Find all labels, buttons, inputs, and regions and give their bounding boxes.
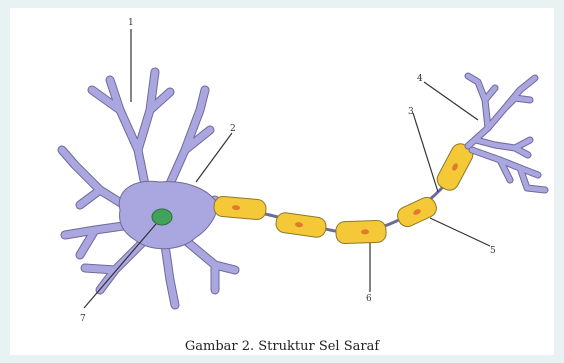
leader-line-4: [424, 82, 478, 120]
axon-terminal: [468, 76, 545, 190]
label-3: 3: [408, 107, 414, 117]
label-4: 4: [417, 74, 423, 84]
label-2: 2: [230, 124, 236, 134]
label-7: 7: [80, 314, 86, 324]
label-5: 5: [490, 246, 496, 256]
label-1: 1: [128, 18, 134, 28]
leader-line-5: [430, 218, 490, 246]
figure-caption: Gambar 2. Struktur Sel Saraf: [0, 339, 564, 354]
nucleus: [152, 209, 172, 225]
label-6: 6: [366, 294, 372, 304]
leader-line-3: [413, 113, 438, 192]
